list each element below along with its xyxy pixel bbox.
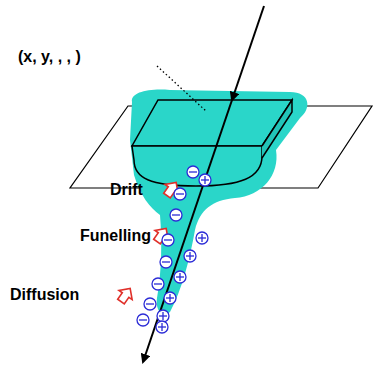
coordinate-label: (x, y, , , ): [18, 48, 81, 66]
particle-track: [143, 100, 232, 362]
charge-carriers: [137, 166, 211, 333]
hole-symbol: [174, 271, 186, 283]
electron-symbol: [187, 166, 199, 178]
hole-symbol: [157, 310, 169, 322]
hole-symbol: [184, 250, 196, 262]
hole-symbol: [199, 174, 211, 186]
electron-symbol: [137, 314, 149, 326]
electron-symbol: [162, 234, 174, 246]
mechanism-label: Diffusion: [10, 286, 79, 304]
electron-symbol: [152, 278, 164, 290]
junction-front: [132, 146, 262, 186]
hole-symbol: [196, 232, 208, 244]
electron-symbol: [144, 298, 156, 310]
mechanism-label: Funelling: [80, 227, 151, 245]
hole-symbol: [156, 321, 168, 333]
charge-cloud: [130, 90, 307, 315]
electron-symbol: [174, 188, 186, 200]
particle-track: [232, 6, 264, 100]
mechanism-label: Drift: [110, 181, 143, 199]
leader-line: [157, 66, 207, 112]
hole-symbol: [164, 292, 176, 304]
device-side: [262, 100, 292, 158]
electron-symbol: [170, 209, 182, 221]
electron-symbol: [160, 256, 172, 268]
